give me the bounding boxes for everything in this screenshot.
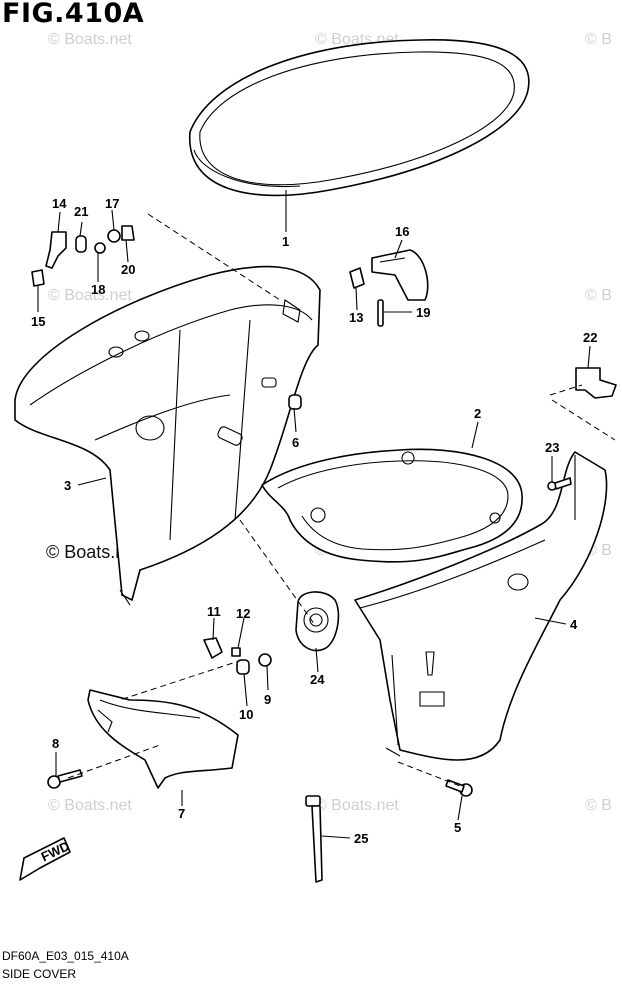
callout-17: 17 bbox=[105, 196, 119, 211]
callout-4: 4 bbox=[570, 617, 578, 632]
watermark: © Boats.net bbox=[48, 797, 132, 814]
callout-23: 23 bbox=[545, 440, 559, 455]
hardware-middle[interactable] bbox=[203, 267, 384, 675]
callout-14: 14 bbox=[52, 196, 67, 211]
callout-24: 24 bbox=[310, 672, 325, 687]
watermark: © B bbox=[585, 31, 612, 48]
assembly-lines bbox=[67, 213, 616, 787]
watermark: © Boats.net bbox=[48, 31, 132, 48]
part-16-latch[interactable] bbox=[371, 249, 429, 301]
callouts: 1 2 3 4 5 6 7 8 9 10 11 12 13 14 15 16 1… bbox=[31, 196, 597, 846]
callout-6: 6 bbox=[292, 435, 299, 450]
callout-21: 21 bbox=[74, 204, 88, 219]
callout-16: 16 bbox=[395, 224, 409, 239]
bolts[interactable] bbox=[47, 477, 572, 797]
drawing-code: DF60A_E03_015_410A bbox=[2, 949, 129, 963]
callout-7: 7 bbox=[178, 806, 185, 821]
callout-3: 3 bbox=[64, 478, 71, 493]
callout-8: 8 bbox=[52, 736, 59, 751]
leader-lines bbox=[37, 190, 591, 839]
part-24-grommet[interactable] bbox=[295, 591, 340, 652]
callout-25: 25 bbox=[354, 831, 368, 846]
part-1-seal[interactable] bbox=[189, 39, 530, 197]
callout-1: 1 bbox=[282, 234, 289, 249]
callout-10: 10 bbox=[239, 707, 253, 722]
watermark: © Boats.net bbox=[315, 797, 399, 814]
part-25-cable-tie[interactable] bbox=[305, 795, 323, 883]
part-4-side-cover[interactable] bbox=[354, 451, 608, 761]
callout-12: 12 bbox=[236, 606, 250, 621]
callout-20: 20 bbox=[121, 262, 135, 277]
watermark: © B bbox=[585, 287, 612, 304]
hardware-top-left[interactable] bbox=[31, 225, 135, 287]
figure-caption: SIDE COVER bbox=[2, 967, 77, 981]
callout-13: 13 bbox=[349, 310, 363, 325]
watermark: © B bbox=[585, 797, 612, 814]
callout-22: 22 bbox=[583, 330, 597, 345]
callout-9: 9 bbox=[264, 692, 271, 707]
watermark: © Boats.net bbox=[48, 287, 132, 304]
callout-19: 19 bbox=[416, 305, 430, 320]
part-7-lower-cover[interactable] bbox=[87, 689, 239, 789]
callout-5: 5 bbox=[454, 820, 461, 835]
callout-15: 15 bbox=[31, 314, 45, 329]
part-22-latch[interactable] bbox=[575, 367, 617, 399]
fwd-arrow: FWD bbox=[19, 837, 72, 881]
figure-title: FIG.410A bbox=[2, 0, 145, 29]
callout-2: 2 bbox=[474, 406, 481, 421]
callout-18: 18 bbox=[91, 282, 105, 297]
callout-11: 11 bbox=[207, 604, 221, 619]
part-2-inner-frame[interactable] bbox=[261, 448, 523, 563]
